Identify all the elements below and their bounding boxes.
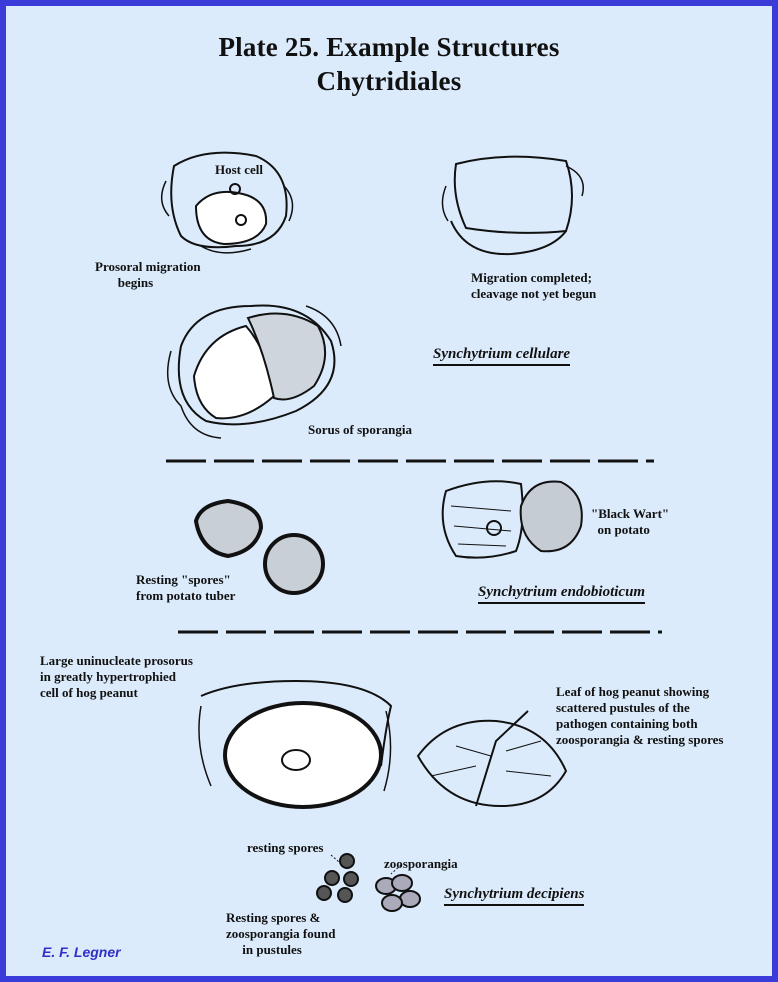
author-credit: E. F. Legner bbox=[42, 944, 121, 960]
pustules-label: Resting spores & zoosporangia found in p… bbox=[226, 910, 336, 957]
resting-spores-label: Resting "spores" from potato tuber bbox=[136, 572, 236, 603]
synchytrium-endobioticum-label: Synchytrium endobioticum bbox=[478, 584, 646, 604]
illustration-layer bbox=[160, 151, 662, 912]
migration-completed-label: Migration completed; cleavage not yet be… bbox=[471, 270, 597, 301]
hypertrophied-cell-drawing bbox=[198, 679, 393, 809]
synchytrium-cellulare-label: Synchytrium cellulare bbox=[433, 346, 571, 366]
sorus-drawing bbox=[166, 304, 342, 439]
plate-title: Plate 25. Example Structures bbox=[218, 32, 560, 62]
sorus-label: Sorus of sporangia bbox=[308, 422, 413, 437]
migration-completed-drawing bbox=[441, 155, 584, 256]
resting-spores-drawing bbox=[193, 498, 325, 595]
synchytrium-decipiens-label: Synchytrium decipiens bbox=[444, 886, 585, 906]
resting-spores-cluster-drawing bbox=[316, 853, 359, 903]
host-cell-label: Host cell bbox=[215, 162, 264, 177]
large-prosorus-label: Large uninucleate prosorus in greatly hy… bbox=[40, 653, 193, 700]
resting-spores-small-label: resting spores bbox=[247, 840, 324, 855]
plate-background: Plate 25. Example Structures Chytridiale… bbox=[6, 6, 772, 976]
host-cell-drawing bbox=[160, 151, 294, 254]
zoosporangia-cluster-drawing bbox=[375, 874, 421, 912]
plate-subtitle: Chytridiales bbox=[316, 66, 462, 96]
hog-peanut-leaf-drawing bbox=[416, 710, 568, 808]
hog-peanut-leaf-label: Leaf of hog peanut showing scattered pus… bbox=[556, 684, 724, 747]
prosoral-migration-label: Prosoral migration begins bbox=[95, 259, 201, 290]
zoosporangia-label: zoosporangia bbox=[384, 856, 458, 871]
black-wart-label: "Black Wart" on potato bbox=[591, 506, 670, 537]
black-wart-drawing bbox=[441, 480, 583, 559]
